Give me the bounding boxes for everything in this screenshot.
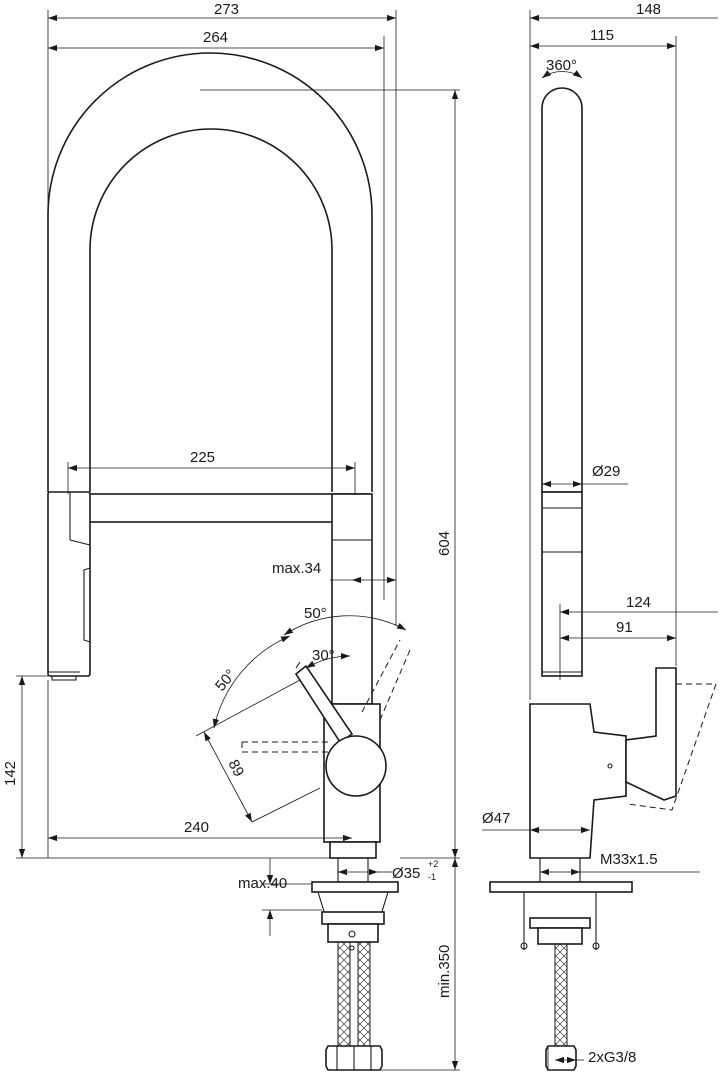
- front-spray-nozzle: [51, 675, 77, 681]
- side-mount-plate: [489, 881, 633, 893]
- front-bridge: [67, 493, 369, 523]
- dim-360: 360°: [546, 57, 577, 74]
- dim-m33: M33x1.5: [600, 851, 658, 868]
- dim-142: 142: [2, 761, 19, 786]
- dim-240: 240: [184, 819, 209, 836]
- dim-273: 273: [214, 1, 239, 18]
- dim-max40: max.40: [238, 875, 287, 892]
- front-hose-right: [357, 941, 371, 1047]
- dim-89: 89: [224, 757, 247, 780]
- dim-115: 115: [590, 27, 614, 44]
- side-spout: [541, 87, 583, 493]
- side-spray-handle: [541, 491, 583, 677]
- dim-50-top: 50°: [304, 605, 327, 622]
- dim-225: 225: [190, 449, 215, 466]
- front-riser: [331, 493, 373, 705]
- front-knob: [325, 735, 387, 797]
- dim-35-tol-dn: -1: [428, 872, 436, 882]
- front-body-base: [329, 841, 377, 859]
- dim-35: Ø35: [392, 865, 420, 882]
- front-hose-inner: [89, 128, 333, 492]
- dim-30: 30°: [312, 647, 335, 664]
- side-body: [529, 703, 627, 859]
- dim-29: Ø29: [592, 463, 620, 480]
- dim-604: 604: [436, 531, 453, 556]
- dim-124: 124: [626, 594, 651, 611]
- front-hose-left: [337, 941, 351, 1047]
- dim-91: 91: [616, 619, 633, 636]
- front-mount-plate: [311, 881, 399, 893]
- side-hose: [554, 943, 568, 1047]
- side-lever: [625, 667, 677, 801]
- dim-35-tol-up: +2: [428, 859, 438, 869]
- dim-47: Ø47: [482, 810, 510, 827]
- dim-max34: max.34: [272, 560, 321, 577]
- side-hose-nut: [545, 1045, 577, 1071]
- dim-264: 264: [203, 29, 228, 46]
- dim-g38: 2xG3/8: [588, 1049, 636, 1066]
- front-lever: [294, 664, 354, 744]
- side-view: 148 115 360° Ø29 124 91 Ø47 M33x1.5 2xG3…: [482, 1, 718, 1071]
- front-view: 273 264 225 max.34 604 50° 30° 50° 89 2: [2, 1, 460, 1071]
- dim-50-left: 50°: [212, 666, 240, 694]
- dim-min350: min.350: [436, 945, 453, 998]
- front-hose-outer: [47, 52, 373, 492]
- dim-148: 148: [636, 1, 661, 18]
